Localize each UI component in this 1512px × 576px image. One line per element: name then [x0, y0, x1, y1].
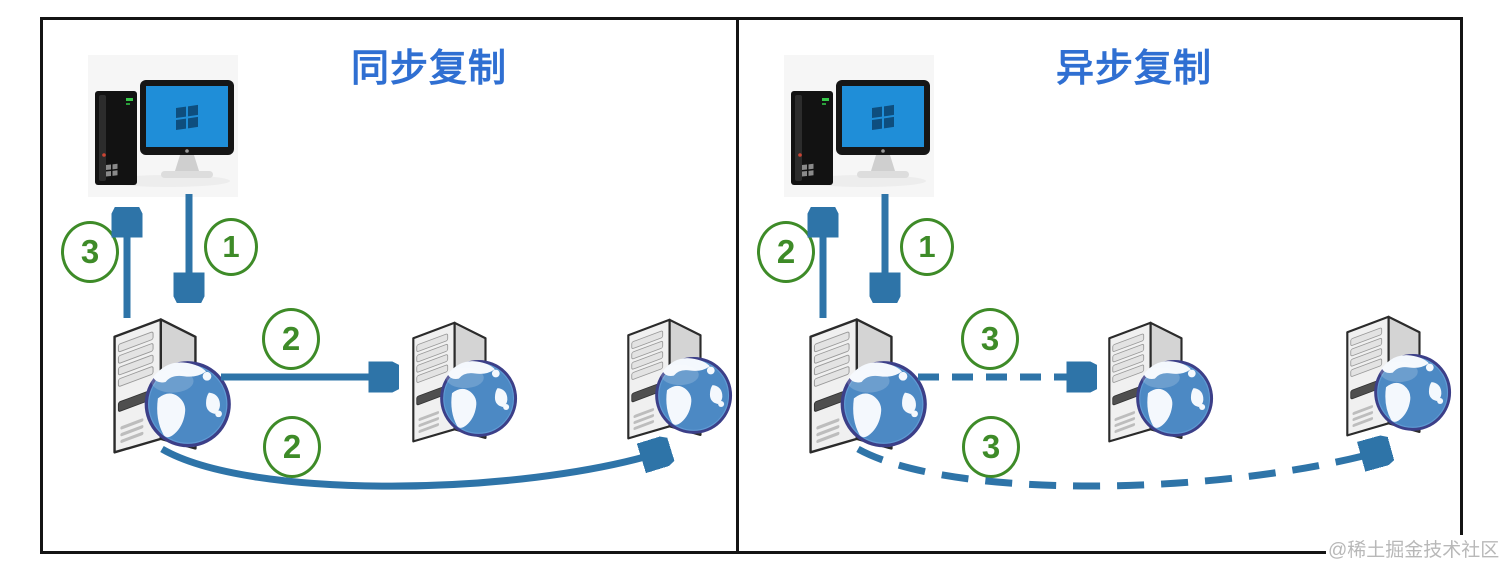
async-step-write-badge: 1	[900, 218, 954, 276]
async-step-replicate2-badge: 3	[962, 416, 1020, 478]
async-step-replicate1-badge: 3	[961, 308, 1019, 370]
sync-step-replicate1-badge: 2	[262, 308, 320, 370]
sync-primary-server-icon	[103, 304, 233, 462]
sync-replica1-server-icon	[403, 306, 519, 453]
diagram-frame	[40, 17, 1463, 554]
async-replica2-server-icon	[1337, 300, 1453, 447]
sync-step-ack-badge: 3	[61, 221, 119, 283]
panel-sync-title: 同步复制	[351, 48, 508, 90]
client-pc-icon	[88, 55, 238, 197]
async-step-ack-badge: 2	[757, 221, 815, 283]
client-pc-icon	[784, 55, 934, 197]
panel-divider	[736, 17, 739, 554]
panel-async-title: 异步复制	[1056, 48, 1213, 90]
async-primary-server-icon	[799, 304, 929, 462]
watermark-text: @稀土掘金技术社区	[1326, 535, 1502, 562]
sync-step-replicate2-badge: 2	[263, 416, 321, 478]
async-replica1-server-icon	[1099, 306, 1215, 453]
sync-step-write-badge: 1	[204, 218, 258, 276]
sync-replica2-server-icon	[618, 303, 734, 450]
